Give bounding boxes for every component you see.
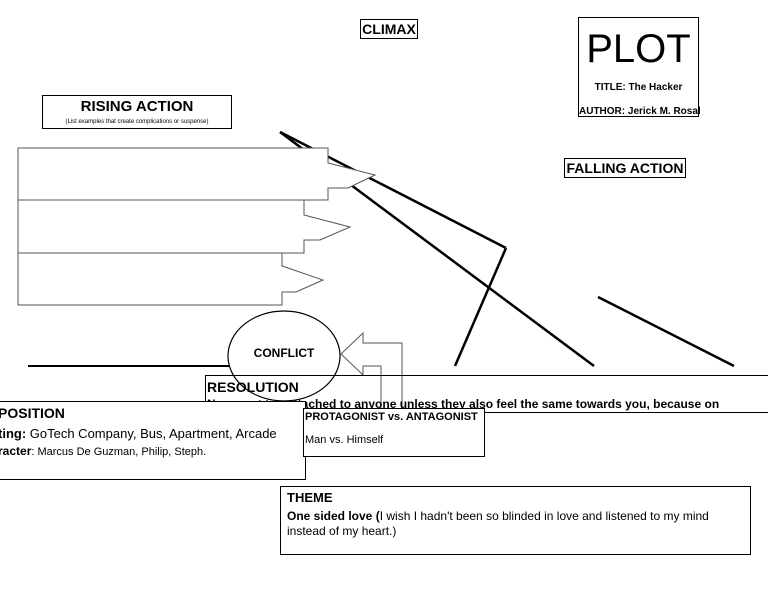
rising-action-box: RISING ACTION (List examples that create… [42, 95, 232, 129]
protagonist-box: PROTAGONIST vs. ANTAGONIST Man vs. Himse… [303, 408, 485, 457]
exposition-box: POSITION ting: GoTech Company, Bus, Apar… [0, 401, 306, 480]
character-label: racter [0, 444, 32, 458]
conflict-label: CONFLICT [253, 346, 315, 360]
falling-line-a [453, 247, 508, 367]
rising-action-label: RISING ACTION [80, 98, 194, 115]
conflict-arrow [340, 331, 403, 410]
resolution-label: RESOLUTION [207, 379, 299, 395]
rising-arrow-1 [17, 147, 377, 201]
theme-box: THEME One sided love (I wish I hadn't be… [280, 486, 751, 555]
resolution-box: RESOLUTION Never get too attached to any… [205, 375, 768, 413]
falling-action-box: FALLING ACTION [564, 158, 686, 178]
story-title: TITLE: The Hacker [594, 82, 683, 93]
rising-action-instructions: (List examples that create complications… [65, 119, 209, 125]
theme-label: THEME [287, 490, 333, 505]
setting-label: ting: [0, 426, 27, 441]
plot-title-box: PLOT TITLE: The Hacker AUTHOR: Jerick M.… [578, 17, 701, 117]
rising-arrow-2 [17, 199, 352, 254]
theme-bold-text: One sided love ( [287, 509, 380, 523]
character-value: : Marcus De Guzman, Philip, Steph. [31, 446, 207, 458]
climax-box: CLIMAX [360, 19, 418, 39]
theme-body-text: I wish I hadn't been so blinded in love … [287, 509, 709, 538]
climax-label: CLIMAX [362, 21, 416, 37]
exposition-character: racter: Marcus De Guzman, Philip, Steph. [0, 444, 305, 458]
setting-value: GoTech Company, Bus, Apartment, Arcade [26, 426, 277, 441]
protagonist-label: PROTAGONIST vs. ANTAGONIST [305, 411, 478, 423]
theme-text: One sided love (I wish I hadn't been so … [287, 509, 742, 539]
plot-heading: PLOT [586, 27, 691, 71]
exposition-label: POSITION [0, 405, 65, 421]
protagonist-value: Man vs. Himself [305, 434, 384, 446]
story-author: AUTHOR: Jerick M. Rosal [579, 106, 701, 117]
rising-arrow-3 [17, 252, 325, 306]
exposition-setting: ting: GoTech Company, Bus, Apartment, Ar… [0, 426, 305, 441]
falling-action-label: FALLING ACTION [566, 160, 684, 176]
falling-line-b [597, 295, 735, 368]
resolution-text: Never get too attached to anyone unless … [207, 397, 720, 411]
